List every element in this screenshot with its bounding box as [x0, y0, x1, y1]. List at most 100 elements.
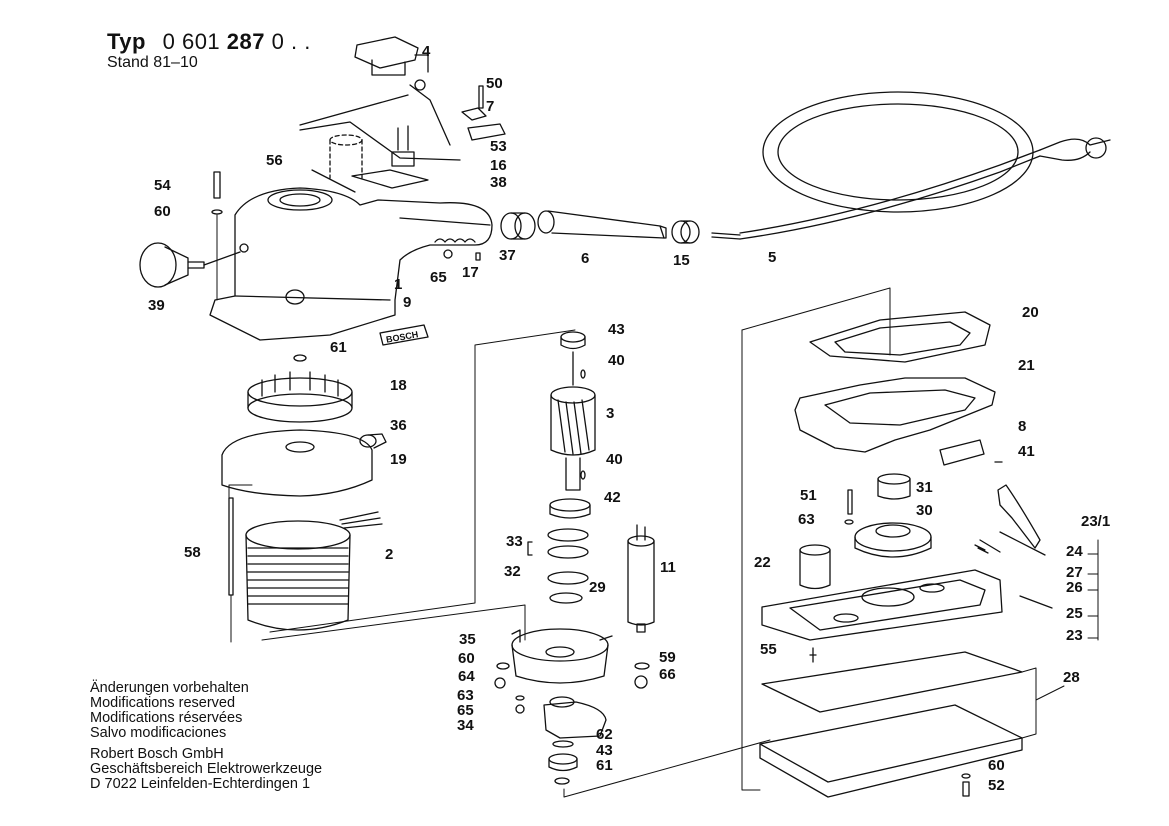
part-callout-52: 52	[988, 777, 1005, 794]
switch-part	[354, 36, 429, 91]
part-callout-35: 35	[459, 631, 476, 648]
part-callout-17: 17	[462, 264, 479, 281]
part-callout-64: 64	[458, 668, 475, 685]
shim-33b	[547, 545, 589, 559]
bearing-43-top	[560, 331, 586, 350]
part-callout-33: 33	[506, 533, 523, 550]
part-callout-63: 63	[457, 687, 474, 704]
part-callout-54: 54	[154, 177, 171, 194]
part-callout-20: 20	[1022, 304, 1039, 321]
cable-sleeve	[467, 123, 506, 141]
company-name: Robert Bosch GmbH	[90, 746, 224, 762]
clamp-lever-24	[997, 484, 1046, 556]
part-callout-63: 63	[798, 511, 815, 528]
part-callout-61: 61	[596, 757, 613, 774]
sanding-pad	[759, 704, 1023, 798]
part-callout-29: 29	[589, 579, 606, 596]
gasket-20	[809, 311, 991, 363]
armature	[550, 386, 596, 491]
part-callout-60: 60	[154, 203, 171, 220]
type-label: Typ	[107, 29, 146, 54]
part-callout-37: 37	[499, 247, 516, 264]
part-callout-15: 15	[673, 252, 690, 269]
knob-part	[139, 242, 205, 288]
part-callout-41: 41	[1018, 443, 1035, 460]
part-callout-60: 60	[458, 650, 475, 667]
assembly-line	[741, 287, 891, 356]
part-callout-2: 2	[385, 546, 394, 563]
counterweight	[543, 696, 607, 739]
revision-stand: Stand 81–10	[107, 54, 198, 71]
part-callout-22: 22	[754, 554, 771, 571]
part-callout-56: 56	[266, 152, 283, 169]
part-callout-38: 38	[490, 174, 507, 191]
fan-cover	[221, 429, 373, 497]
part-callout-19: 19	[390, 451, 407, 468]
part-callout-39: 39	[148, 297, 165, 314]
part-callout-53: 53	[490, 138, 507, 155]
part-callout-55: 55	[760, 641, 777, 658]
part-callout-58: 58	[184, 544, 201, 561]
disclaimer-fr: Modifications réservées	[90, 710, 243, 726]
washer-61	[293, 354, 307, 362]
foam-ring	[500, 212, 536, 240]
cable-sleeve-15	[671, 220, 700, 244]
company-address: D 7022 Leinfelden-Echterdingen 1	[90, 776, 311, 792]
screw-part	[213, 171, 221, 199]
part-callout-65: 65	[430, 269, 447, 286]
lead-wire	[409, 84, 451, 146]
part-callout-16: 16	[490, 157, 507, 174]
disclaimer-es: Salvo modificaciones	[90, 725, 227, 741]
hidden-capacitor	[329, 139, 363, 179]
part-callout-31: 31	[916, 479, 933, 496]
part-callout-27: 27	[1066, 564, 1083, 581]
capacitor	[627, 524, 655, 633]
washer-32	[547, 571, 589, 585]
part-callout-18: 18	[390, 377, 407, 394]
bearing-43-bottom	[548, 753, 578, 772]
part-callout-28: 28	[1063, 669, 1080, 686]
part-callout-21: 21	[1018, 357, 1035, 374]
bushing-31	[877, 473, 911, 500]
part-callout-4: 4	[422, 43, 431, 60]
bearing-42	[549, 498, 591, 519]
circlip-62	[552, 740, 574, 748]
leader-line	[203, 251, 241, 266]
disclaimer-en: Modifications reserved	[90, 695, 236, 711]
ring-29	[549, 592, 583, 604]
spring-27	[979, 539, 1001, 553]
gasket	[351, 169, 429, 189]
part-callout-32: 32	[504, 563, 521, 580]
part-callout-50: 50	[486, 75, 503, 92]
flange-30	[854, 522, 932, 558]
company-division: Geschäftsbereich Elektrowerkzeuge	[90, 761, 323, 777]
shim-33a	[547, 528, 589, 542]
terminal-block	[391, 151, 415, 167]
disclaimer-de: Änderungen vorbehalten	[90, 680, 249, 696]
part-callout-51: 51	[800, 487, 817, 504]
part-callout-40: 40	[606, 451, 623, 468]
screw-52	[962, 781, 970, 797]
part-callout-9: 9	[403, 294, 412, 311]
tie-rod	[228, 497, 234, 596]
part-callout-24: 24	[1066, 543, 1083, 560]
assembly-line	[261, 604, 526, 641]
motor-housing	[209, 187, 493, 341]
part-callout-5: 5	[768, 249, 777, 266]
part-callout-26: 26	[1066, 579, 1083, 596]
clamping-plate	[761, 651, 1023, 713]
bearing-plate-21	[794, 377, 996, 453]
field-winding	[245, 511, 383, 631]
part-callout-43: 43	[596, 742, 613, 759]
part-callout-40: 40	[608, 352, 625, 369]
part-callout-66: 66	[659, 666, 676, 683]
part-callout-23-1: 23/1	[1081, 513, 1111, 530]
part-callout-59: 59	[659, 649, 676, 666]
type-number: 0 601 287 0 . .	[162, 29, 311, 54]
part-callout-6: 6	[581, 250, 590, 267]
part-callout-34: 34	[457, 717, 474, 734]
part-callout-42: 42	[604, 489, 621, 506]
part-callout-36: 36	[390, 417, 407, 434]
footer-notes: Änderungen vorbehalten Modifications res…	[90, 681, 322, 792]
